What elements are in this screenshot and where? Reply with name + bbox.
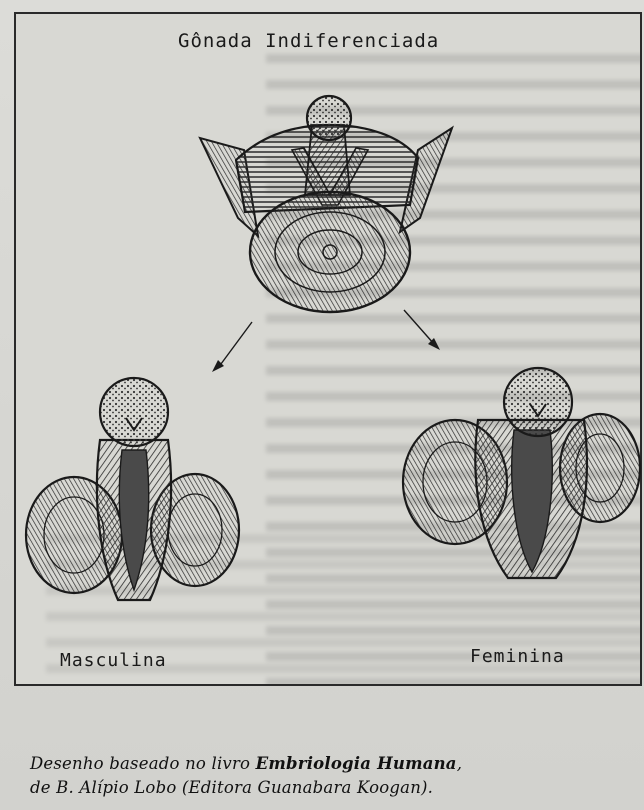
arrow-to-male (212, 322, 252, 372)
arrow-to-female (404, 310, 440, 350)
figure-title: Gônada Indiferenciada (178, 30, 439, 52)
label-female: Feminina (470, 646, 565, 667)
indifferent-gonad-drawing (200, 96, 452, 312)
caption-suffix: , (457, 754, 462, 773)
male-genitalia-drawing (26, 378, 239, 600)
caption-book-title: Embriologia Humana (256, 754, 457, 773)
caption-line-2: de B. Alípio Lobo (Editora Guanabara Koo… (30, 776, 630, 800)
label-male: Masculina (60, 650, 167, 671)
caption-line-1: Desenho baseado no livro Embriologia Hum… (30, 752, 630, 776)
caption-prefix: Desenho baseado no livro (30, 754, 256, 773)
figure-caption: Desenho baseado no livro Embriologia Hum… (30, 752, 630, 800)
female-genitalia-drawing (403, 368, 640, 578)
